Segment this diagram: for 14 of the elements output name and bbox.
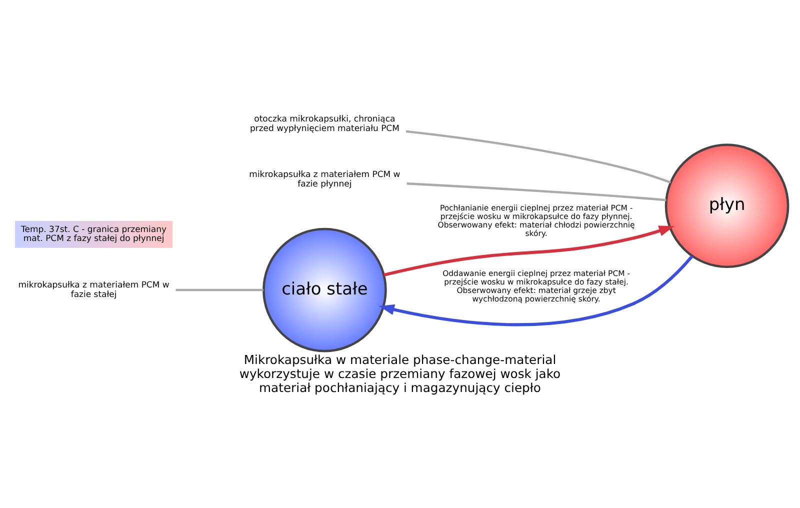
connector bbox=[406, 130, 671, 184]
node-circle: płyn bbox=[664, 143, 790, 268]
node-text: otoczka mikrokapsułki, chroniąca przed wypłynięciem materiału PCM bbox=[250, 114, 400, 134]
arrow bbox=[378, 254, 694, 326]
connector bbox=[406, 182, 666, 201]
node-box: Temp. 37st. C - granica przemiany mat. PCM z fazy stałej do płynnej bbox=[14, 220, 174, 248]
caption: Mikrokapsułka w materiale phase-change-material wykorzystuje w czasie przemiany fazowej wosk jako materiał pochłaniający i magazynujący ciepło bbox=[239, 352, 561, 394]
arrow bbox=[384, 225, 674, 276]
connector bbox=[176, 288, 264, 291]
edge-label: Pochłanianie energii cieplnej przez materiał PCM - przejście wosku w mikrokapsułce do fazy płynnej. Obserwowany efekt: materiał chłodzi powierzchnię skóry. bbox=[438, 202, 635, 238]
edge-label: Oddawanie energii cieplnej przez materiał PCM - przejście wosku w mikrokapsułce do fazy stałej. Obserwowany efekt: materiał grzeje zbyt wychłodzoną powierzchnię skóry. bbox=[442, 268, 630, 304]
node-text: mikrokapsułka z materiałem PCM w fazie stałej bbox=[18, 280, 170, 300]
node-circle: ciało stałe bbox=[262, 227, 387, 352]
node-text: mikrokapsułka z materiałem PCM w fazie płynnej bbox=[249, 170, 400, 189]
